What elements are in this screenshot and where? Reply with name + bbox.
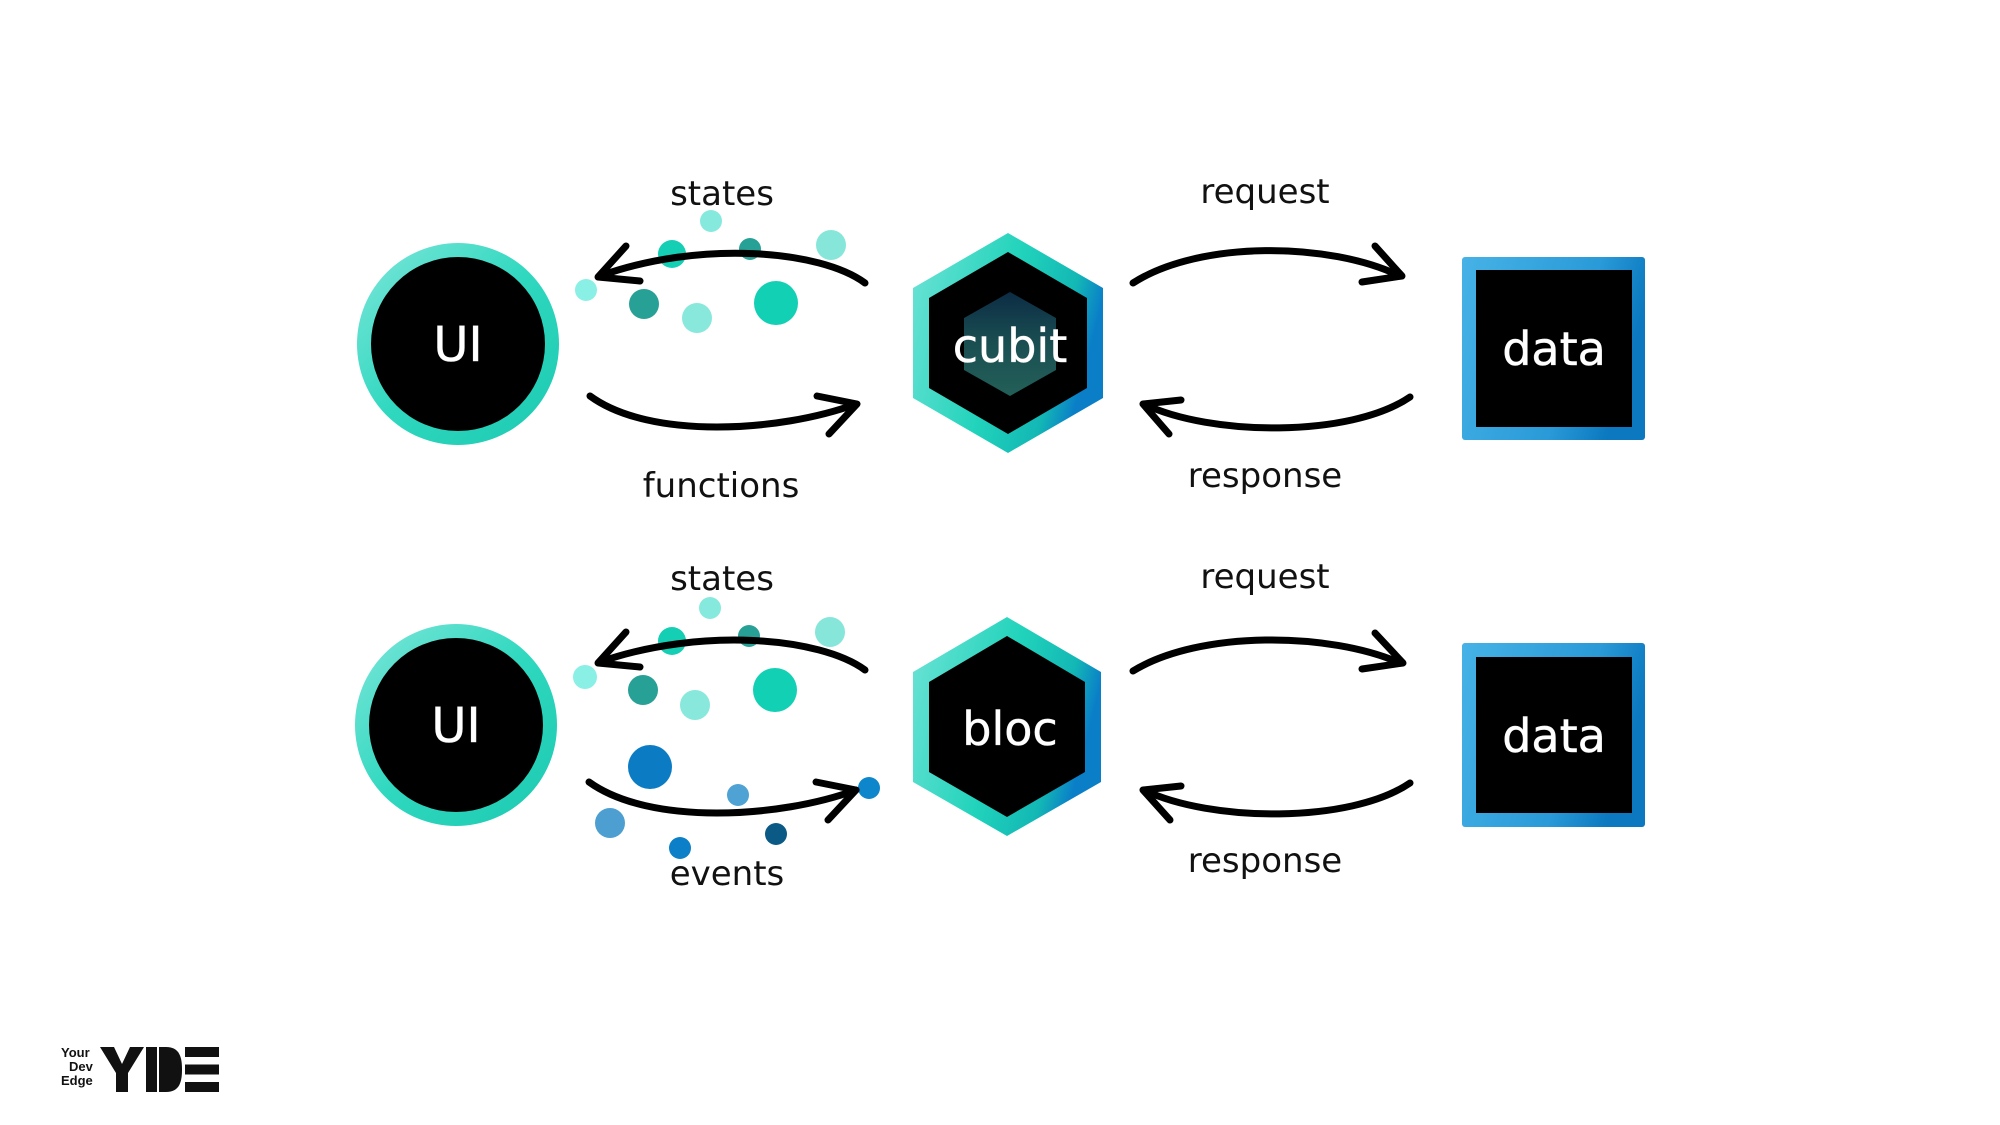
events-arrow: [585, 778, 860, 824]
events-label: events: [670, 854, 785, 894]
states-arrow: [594, 628, 869, 674]
state-dot: [680, 690, 710, 720]
logo-letter-i: [146, 1047, 157, 1092]
data-node-core: [1476, 270, 1632, 427]
bloc-node-core: [929, 636, 1085, 817]
state-dot: [682, 303, 712, 333]
bloc-node: bloc: [913, 617, 1101, 836]
ui-node: UI: [357, 243, 559, 445]
state-dot: [699, 597, 721, 619]
logo-line-dev: Dev: [69, 1059, 93, 1074]
state-dot: [816, 230, 846, 260]
state-dot: [575, 279, 597, 301]
cubit-inner-hexagon: [964, 292, 1056, 396]
state-dot: [573, 665, 597, 689]
event-dot: [628, 745, 672, 789]
event-dot: [595, 808, 625, 838]
request-label: request: [1200, 172, 1329, 212]
states-label: states: [670, 559, 774, 599]
states-label: states: [670, 174, 774, 214]
request-arrow: [1129, 242, 1406, 287]
event-dot: [727, 784, 749, 806]
ui-node: UI: [355, 624, 557, 826]
bloc-node-label: bloc: [962, 702, 1057, 756]
event-dot: [669, 837, 691, 859]
request-label: request: [1200, 557, 1329, 597]
response-arrow: [1139, 393, 1414, 438]
cubit-flow: UI states functions: [357, 172, 1645, 506]
cubit-node: cubit: [913, 233, 1103, 453]
state-dot: [629, 289, 659, 319]
state-dots: [573, 597, 845, 720]
state-dots: [575, 210, 846, 333]
state-dot: [628, 675, 658, 705]
ui-node-core: [371, 257, 545, 431]
logo-line-your: Your: [61, 1045, 90, 1060]
data-node: data: [1462, 643, 1645, 827]
brand-logo: Your Dev Edge: [58, 1046, 228, 1094]
logo-tagline: Your Dev Edge: [61, 1046, 93, 1088]
cubit-node-label: cubit: [953, 319, 1067, 373]
data-node-label: data: [1502, 709, 1606, 763]
state-dot: [815, 617, 845, 647]
logo-letter-e-bar: [185, 1064, 219, 1075]
logo-letter-e-bar: [185, 1047, 219, 1057]
response-arrow: [1139, 779, 1414, 824]
logo-letter-y: [100, 1047, 144, 1092]
request-arrow: [1129, 629, 1407, 675]
state-dot: [754, 281, 798, 325]
state-dot: [753, 668, 797, 712]
logo-line-edge: Edge: [61, 1073, 93, 1088]
data-node: data: [1462, 257, 1645, 440]
data-node-label: data: [1502, 322, 1606, 376]
logo-wordmark: [100, 1047, 219, 1092]
logo-letter-e-bar: [185, 1082, 219, 1092]
ui-node-label: UI: [433, 317, 482, 373]
ui-node-core: [369, 638, 543, 812]
response-label: response: [1188, 456, 1342, 496]
event-dots: [595, 745, 880, 859]
response-label: response: [1188, 841, 1342, 881]
states-arrow: [594, 242, 869, 287]
event-dot: [858, 777, 880, 799]
data-node-core: [1476, 657, 1632, 813]
functions-label: functions: [643, 466, 800, 506]
ui-node-label: UI: [431, 698, 480, 754]
logo-letter-d: [159, 1047, 182, 1092]
event-dot: [765, 823, 787, 845]
state-dot: [700, 210, 722, 232]
functions-arrow: [586, 392, 861, 438]
bloc-flow: UI: [355, 557, 1645, 894]
